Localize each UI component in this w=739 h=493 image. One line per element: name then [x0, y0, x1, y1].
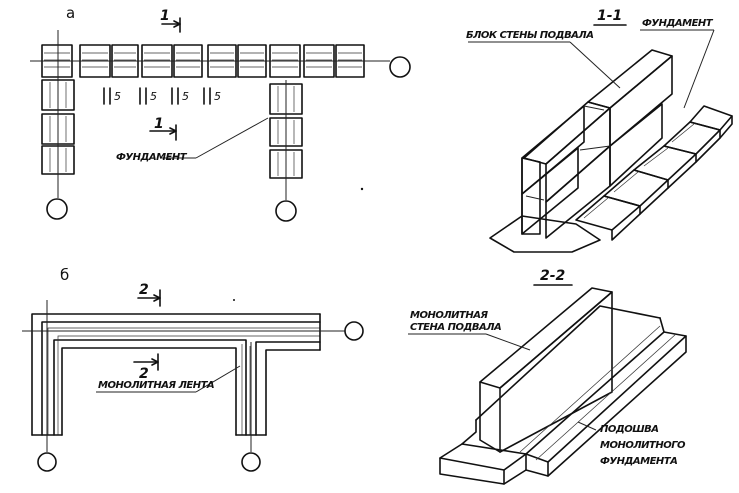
foundation-plan-a-label: ФУНДАМЕНТ	[116, 152, 188, 163]
cut-1-lower-label: 1	[154, 116, 164, 132]
axis-marker-mid-b	[241, 452, 261, 472]
cut-2-plan-label: 2	[139, 282, 149, 298]
monolithic-wall-label-2: СТЕНА ПОДВАЛА	[410, 322, 501, 333]
monolithic-wall-label-1: МОНОЛИТНАЯ	[410, 310, 488, 321]
wall-block-label: БЛОК СТЕНЫ ПОДВАЛА	[466, 30, 593, 41]
axis-marker-left-b	[37, 452, 57, 472]
axis-marker-left-a	[46, 198, 68, 220]
cut-2-lower-label: 2	[139, 366, 149, 382]
dim-1: 5	[114, 90, 121, 103]
dim-4: 5	[214, 90, 221, 103]
footing-label-3: ФУНДАМЕНТА	[600, 456, 677, 467]
dim-3: 5	[182, 90, 189, 103]
section-2-2-label: 2-2	[540, 268, 565, 284]
plan-b-tape: 2 2 МОНОЛИТНАЯ ЛЕНТА	[22, 282, 364, 472]
footing-label-2: МОНОЛИТНОГО	[600, 440, 686, 451]
plan-a-blocks: 5 5 5 5 1 1 ФУНДАМЕНТ	[30, 8, 411, 222]
section-2-2: 2-2 МОНОЛИТНАЯ СТЕНА ПОДВАЛА ПОДОШВА МОН…	[408, 268, 687, 485]
section-1-1: 1-1 БЛОК СТЕНЫ ПОДВАЛА ФУНДАМЕНТ	[466, 8, 733, 253]
fig-a-label: а	[66, 4, 75, 22]
dim-2: 5	[150, 90, 157, 103]
section-1-1-label: 1-1	[597, 8, 622, 24]
fig-b-label: б	[60, 266, 69, 284]
footing-label-1: ПОДОШВА	[600, 424, 659, 435]
foundation-section-1-label: ФУНДАМЕНТ	[642, 18, 714, 29]
monolithic-tape-label: МОНОЛИТНАЯ ЛЕНТА	[98, 380, 214, 391]
axis-marker-right-a	[389, 56, 411, 78]
axis-marker-right-b	[344, 321, 364, 341]
axis-marker-mid-a	[275, 200, 297, 222]
cut-1-plan-label: 1	[160, 8, 170, 24]
